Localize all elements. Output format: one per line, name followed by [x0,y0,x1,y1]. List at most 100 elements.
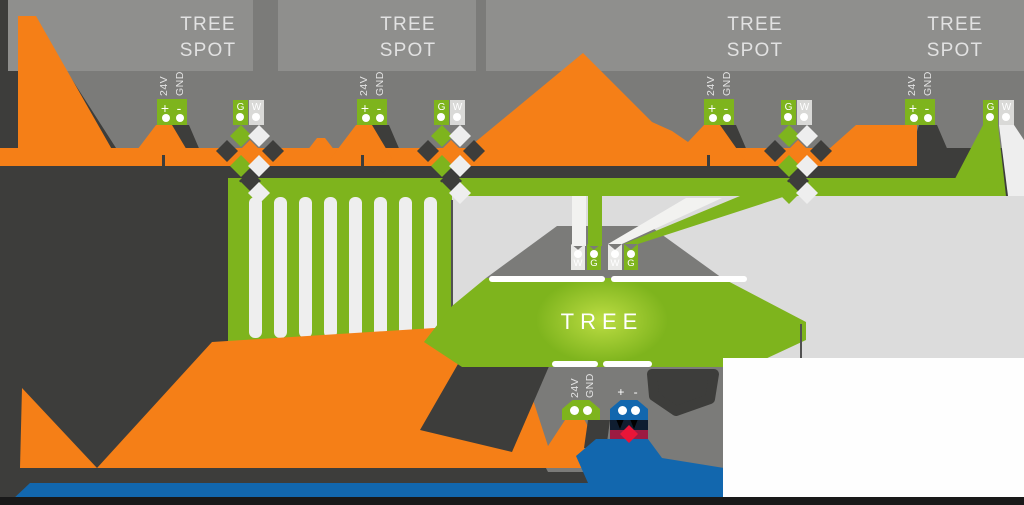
white-terminal-label: W [1001,102,1012,113]
label-24v: 24V [705,75,717,96]
terminal-dot [986,113,994,121]
title-line: SPOT [926,40,984,61]
green-bus-rounded-end [979,178,997,196]
white-terminal-label: W [799,102,810,113]
label-gnd: GND [584,373,596,398]
weave-diamond-white [449,155,471,177]
white-cable-stripe [324,197,337,338]
green-terminal-label: G [784,102,793,113]
panel-divider-line [451,200,453,312]
bottom-edge-strip [0,497,1024,505]
white-cable-stripe [374,197,387,338]
terminal-dot [709,114,717,122]
data-terminal-white-spot3: W [797,100,812,125]
weave-diamond-green [230,125,252,147]
device-edge-gap [489,276,605,282]
blue-supply-blob [576,439,724,483]
terminal-dot [800,113,808,121]
terminal-dot [583,406,592,415]
weave-diamond-dark [216,140,238,162]
terminal-dot [590,250,598,258]
terminal-dot [176,114,184,122]
plus-terminal-label: + [360,100,370,116]
weave-diamond-white [449,125,471,147]
plus-terminal-label: + [707,100,717,116]
green-wire-to-tree-1 [588,196,602,246]
tree-spot-box-3 [600,0,857,71]
power-terminal-block-spot1: + - [157,99,187,125]
data-terminal-white-spot4: W [999,100,1014,125]
tree-top-connector-housing [486,226,722,278]
terminal-dot [376,114,384,122]
terminal-dot [570,406,579,415]
tree-terminal-white-1: W [571,244,585,270]
title-line: SPOT [179,40,237,61]
white-cable-diagonal-spot4 [999,125,1024,196]
label-24v: 24V [906,75,918,96]
label-gnd: GND [374,71,386,96]
tree-spot-box-4 [857,0,1024,71]
bus-junction-tick [361,155,364,167]
power-terminal-block-spot2: + - [357,99,387,125]
weave-diamond-green [431,125,453,147]
minus-terminal-label: - [376,100,382,116]
terminal-dot [784,113,792,121]
white-cable-stripe [399,197,412,338]
cable-weave-spot1 [216,125,284,204]
title-line: TREE [727,14,783,35]
plus-minus-label: + - [617,385,641,399]
tree-terminal-green-2: G [624,244,638,270]
label-gnd: GND [922,71,934,96]
power-supply-block [610,400,648,420]
terminal-dot [611,250,619,258]
white-wire-to-tree-1 [572,196,586,246]
terminal-dot [618,406,627,415]
weave-diamond-green [431,155,453,177]
terminal-dot [631,406,640,415]
bus-junction-tick [707,155,710,167]
minus-terminal-label: - [176,100,182,116]
label-gnd: GND [174,71,186,96]
minus-terminal-label: - [924,100,930,116]
weave-diamond-green [230,155,252,177]
green-terminal-label: G [627,258,635,269]
weave-diamond-white [248,125,270,147]
green-data-bus [228,178,988,196]
orange-hump-spot4 [810,125,917,166]
weave-diamond-dark [417,140,439,162]
white-cable-stripe [299,197,312,338]
weave-diamond-dark [764,140,786,162]
white-cable-stripe [274,197,287,338]
device-edge-gap [611,276,747,282]
orange-bump [300,138,342,160]
weave-diamond-dark [463,140,485,162]
white-terminal-label: W [573,258,583,269]
label-gnd: GND [721,71,733,96]
green-terminal-label: G [437,102,446,113]
weave-diamond-green [778,182,800,204]
weave-diamond-orange [440,140,462,162]
label-24v: 24V [569,377,581,398]
weave-diamond-orange [787,140,809,162]
white-cable-stripe [249,197,262,338]
tree-device-title: TREE [560,309,644,334]
white-terminal-label: W [251,102,262,113]
weave-diamond-white [248,155,270,177]
panel-divider-line [800,324,802,360]
orange-power-wedge [18,16,118,166]
weave-diamond-white [248,182,270,204]
weave-diamond-white [796,125,818,147]
plus-terminal-label: + [908,100,918,116]
data-terminal-green-spot2: G [434,100,449,125]
supply-cable-navy-band [610,419,648,430]
title-line: SPOT [726,40,784,61]
weave-diamond-green [778,155,800,177]
green-wire-to-tree-2 [624,196,786,244]
power-terminal-block-spot3: + - [704,99,734,125]
cable-weave-spot2 [417,125,485,204]
weave-diamond-white [449,182,471,204]
tree-spot-title-3: TREE SPOT [690,12,820,64]
